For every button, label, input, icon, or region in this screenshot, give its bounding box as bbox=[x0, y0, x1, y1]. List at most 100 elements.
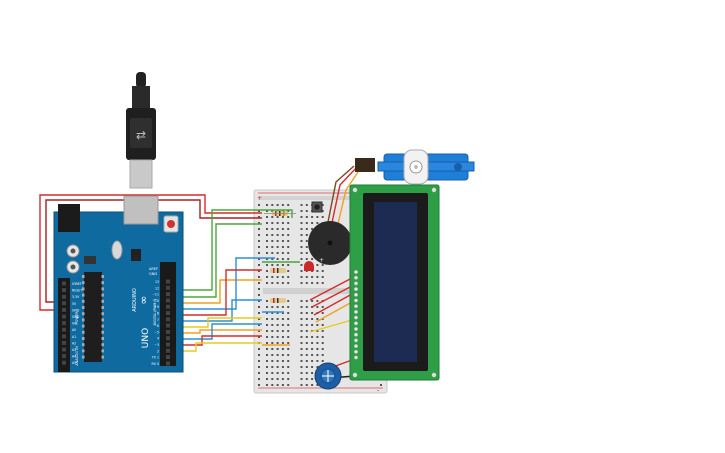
lcd-wire-3[interactable] bbox=[313, 293, 353, 316]
header-pin[interactable] bbox=[166, 298, 170, 303]
lcd-pin-header[interactable] bbox=[354, 270, 359, 360]
digital-pin-label: 12 bbox=[155, 286, 159, 290]
digital-pin-label: ~11 bbox=[152, 293, 159, 297]
wire-green-1[interactable] bbox=[176, 209, 293, 291]
atmega-chip bbox=[84, 272, 102, 362]
wire-yellow-2[interactable] bbox=[176, 342, 262, 352]
usb-symbol-icon: ⇄ bbox=[136, 128, 146, 142]
wire-blue-2[interactable] bbox=[176, 299, 262, 322]
header-pin[interactable] bbox=[62, 347, 66, 352]
arduino-brand-label: ARDUINO bbox=[132, 288, 138, 312]
lcd-wire-5[interactable] bbox=[309, 319, 353, 333]
wire-red-3[interactable] bbox=[176, 335, 262, 346]
wire-blue-3[interactable] bbox=[176, 323, 262, 340]
digital-pin-label: ~5 bbox=[154, 330, 159, 334]
lcd-16x2-display[interactable] bbox=[349, 184, 440, 381]
header-pin[interactable] bbox=[166, 317, 170, 322]
servo-wire-black[interactable] bbox=[325, 165, 355, 233]
power-pin-label: 3.3V bbox=[72, 295, 80, 299]
wire-red-2[interactable] bbox=[176, 269, 262, 316]
wire-yellow-1[interactable] bbox=[176, 317, 262, 328]
lcd-screen bbox=[374, 202, 417, 362]
power-pin-label: 5V bbox=[72, 302, 77, 306]
lcd-wire-4[interactable] bbox=[315, 301, 353, 323]
micro-servo[interactable] bbox=[355, 149, 475, 185]
infinity-logo-icon: ∞ bbox=[137, 295, 150, 304]
header-pin[interactable] bbox=[166, 311, 170, 315]
header-pin[interactable] bbox=[166, 342, 170, 347]
analog-label: ANALOG IN bbox=[75, 346, 79, 366]
power-pin-label: A4 bbox=[72, 355, 76, 359]
wire-red-gnd[interactable] bbox=[45, 199, 262, 303]
digital-pin-label: 4 bbox=[157, 337, 159, 341]
header-pin[interactable] bbox=[166, 355, 170, 360]
power-pin-label: GND bbox=[72, 308, 80, 312]
led[interactable] bbox=[304, 261, 314, 271]
lcd-wire-1[interactable] bbox=[309, 277, 353, 301]
aref-label: AREF bbox=[149, 267, 158, 271]
digital-pin-label: TX 1 bbox=[151, 356, 159, 360]
arduino-model-label: UNO bbox=[141, 328, 151, 348]
header-pin[interactable] bbox=[166, 292, 170, 297]
digital-pin-label: RX 0 bbox=[152, 362, 159, 366]
resistor[interactable] bbox=[264, 211, 296, 216]
usb-cable-icon[interactable]: ⇄ bbox=[126, 72, 156, 189]
header-pin[interactable] bbox=[62, 354, 66, 359]
header-pin[interactable] bbox=[62, 307, 66, 312]
wire-blue-1[interactable] bbox=[176, 257, 275, 310]
header-pin[interactable] bbox=[62, 327, 66, 332]
wire-green-2[interactable] bbox=[176, 223, 262, 298]
header-pin[interactable] bbox=[166, 285, 170, 290]
header-pin[interactable] bbox=[166, 279, 170, 284]
header-pin[interactable] bbox=[62, 281, 66, 286]
servo-wire-orange[interactable] bbox=[335, 165, 363, 233]
piezo-buzzer[interactable]: + bbox=[308, 221, 352, 265]
wire-red-5v[interactable] bbox=[39, 194, 262, 311]
buzzer-plus-label: + bbox=[319, 257, 324, 264]
header-pin[interactable] bbox=[62, 321, 66, 326]
header-pin[interactable] bbox=[62, 314, 66, 319]
rail-plus-label: + bbox=[257, 195, 262, 202]
potentiometer[interactable] bbox=[314, 362, 342, 390]
digital-pin-label: 7 bbox=[157, 318, 159, 322]
wire-orange-2[interactable] bbox=[176, 329, 262, 334]
rail-minus-label: - bbox=[377, 387, 379, 394]
resistor[interactable] bbox=[270, 298, 286, 303]
header-pin[interactable] bbox=[62, 301, 66, 306]
header-pin[interactable] bbox=[62, 334, 66, 339]
chip-socket-pins bbox=[82, 275, 104, 359]
header-pin[interactable] bbox=[166, 304, 170, 309]
header-pin[interactable] bbox=[166, 329, 170, 334]
power-pin-label: A0 bbox=[72, 328, 76, 332]
power-pin-label: Vin bbox=[72, 322, 77, 326]
resistor[interactable] bbox=[270, 268, 286, 273]
wire-orange-1[interactable] bbox=[176, 279, 262, 304]
servo-wire-red[interactable] bbox=[329, 165, 359, 233]
header-pin[interactable] bbox=[166, 361, 170, 366]
header-pin[interactable] bbox=[166, 348, 170, 353]
usb-connector-icon bbox=[129, 159, 153, 189]
power-pin-label: A5 bbox=[72, 361, 76, 365]
digital-pin-label: ~6 bbox=[154, 324, 159, 328]
digital-pin-label: 2 bbox=[157, 349, 159, 353]
wires bbox=[39, 165, 363, 379]
header-pin[interactable] bbox=[62, 340, 66, 345]
digital-pin-label: ~3 bbox=[154, 343, 159, 347]
power-pin-label: A2 bbox=[72, 341, 76, 345]
power-label: POWER bbox=[75, 311, 79, 325]
gnd-label: GND bbox=[149, 272, 157, 276]
header-pin[interactable] bbox=[62, 288, 66, 293]
header-pin[interactable] bbox=[166, 336, 170, 341]
header-pin[interactable] bbox=[62, 294, 66, 299]
lcd-wire-2[interactable] bbox=[311, 285, 353, 308]
power-pin-label: IOREF bbox=[72, 282, 82, 286]
power-pin-label: RESET bbox=[72, 289, 82, 293]
header-pin[interactable] bbox=[166, 323, 170, 328]
digital-pin-label: 13 bbox=[155, 280, 159, 284]
power-pin-label: GND bbox=[72, 315, 80, 319]
header-pin[interactable] bbox=[62, 360, 66, 365]
